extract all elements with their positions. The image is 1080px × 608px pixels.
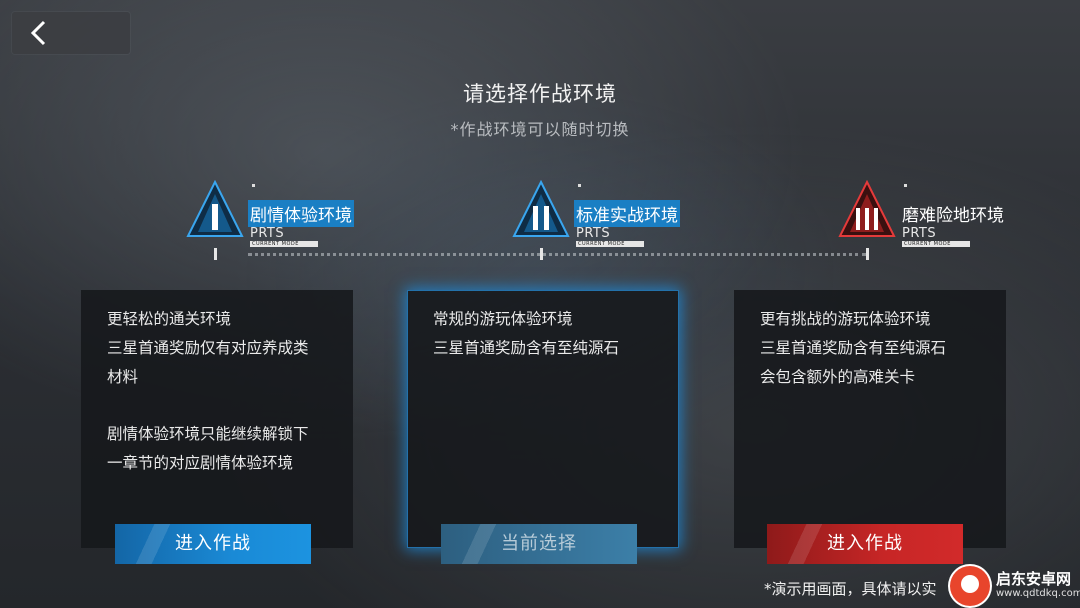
timeline-tick [866, 248, 869, 260]
watermark-logo-icon [950, 566, 990, 606]
mode-header-hard[interactable]: 磨难险地环境 PRTS CURRENT MODE [838, 180, 1018, 264]
card-text-line: 材料 [107, 368, 139, 386]
mode-iii-icon [838, 180, 896, 237]
mode-header-story[interactable]: 剧情体验环境 PRTS CURRENT MODE [186, 180, 366, 264]
card-text-line: 三星首通奖励仅有对应养成类 [107, 339, 309, 357]
watermark-name: 启东安卓网 [996, 570, 1072, 588]
card-text-line: 一章节的对应剧情体验环境 [107, 454, 294, 472]
page-subtitle: *作战环境可以随时切换 [450, 120, 630, 139]
demo-footnote: *演示用画面，具体请以实 [764, 580, 937, 598]
mode-card-story[interactable]: 更轻松的通关环境 三星首通奖励仅有对应养成类 材料 剧情体验环境只能继续解锁下 … [81, 290, 353, 548]
mode-prts-label: PRTS [902, 226, 937, 241]
mode-i-icon [186, 180, 244, 237]
timeline-tick [540, 248, 543, 260]
card-text-line: 更轻松的通关环境 [107, 310, 232, 328]
chevron-left-icon [30, 20, 46, 46]
mode-prts-label: PRTS [576, 226, 611, 241]
mode-header-standard[interactable]: 标准实战环境 PRTS CURRENT MODE [512, 180, 692, 264]
timeline-tick [214, 248, 217, 260]
page-title: 请选择作战环境 [463, 82, 617, 106]
card-text-line: 更有挑战的游玩体验环境 [760, 310, 931, 328]
mode-timeline [248, 253, 866, 256]
card-text-line: 常规的游玩体验环境 [433, 310, 573, 328]
card-text-line: 剧情体验环境只能继续解锁下 [107, 425, 309, 443]
current-mode-tag: CURRENT MODE [902, 241, 970, 247]
mode-card-standard[interactable]: 常规的游玩体验环境 三星首通奖励含有至纯源石 [407, 290, 679, 548]
current-selection-button[interactable]: 当前选择 [441, 524, 637, 564]
back-button[interactable] [12, 12, 130, 54]
mode-name: 标准实战环境 [574, 200, 680, 227]
card-text-line: 三星首通奖励含有至纯源石 [760, 339, 947, 357]
mode-name: 剧情体验环境 [248, 200, 354, 227]
mode-card-hard[interactable]: 更有挑战的游玩体验环境 三星首通奖励含有至纯源石 会包含额外的高难关卡 [734, 290, 1006, 548]
current-mode-tag: CURRENT MODE [576, 241, 644, 247]
card-text-line: 三星首通奖励含有至纯源石 [433, 339, 620, 357]
mode-dot [578, 184, 581, 187]
mode-prts-label: PRTS [250, 226, 285, 241]
mode-dot [252, 184, 255, 187]
site-watermark: 启东安卓网 www.qdtdkq.com [950, 566, 1080, 606]
enter-battle-button-story[interactable]: 进入作战 [115, 524, 311, 564]
mode-ii-icon [512, 180, 570, 237]
watermark-url: www.qdtdkq.com [996, 588, 1080, 599]
enter-battle-button-hard[interactable]: 进入作战 [767, 524, 963, 564]
current-mode-tag: CURRENT MODE [250, 241, 318, 247]
mode-dot [904, 184, 907, 187]
mode-name: 磨难险地环境 [902, 206, 1004, 226]
card-text-line: 会包含额外的高难关卡 [760, 368, 916, 386]
